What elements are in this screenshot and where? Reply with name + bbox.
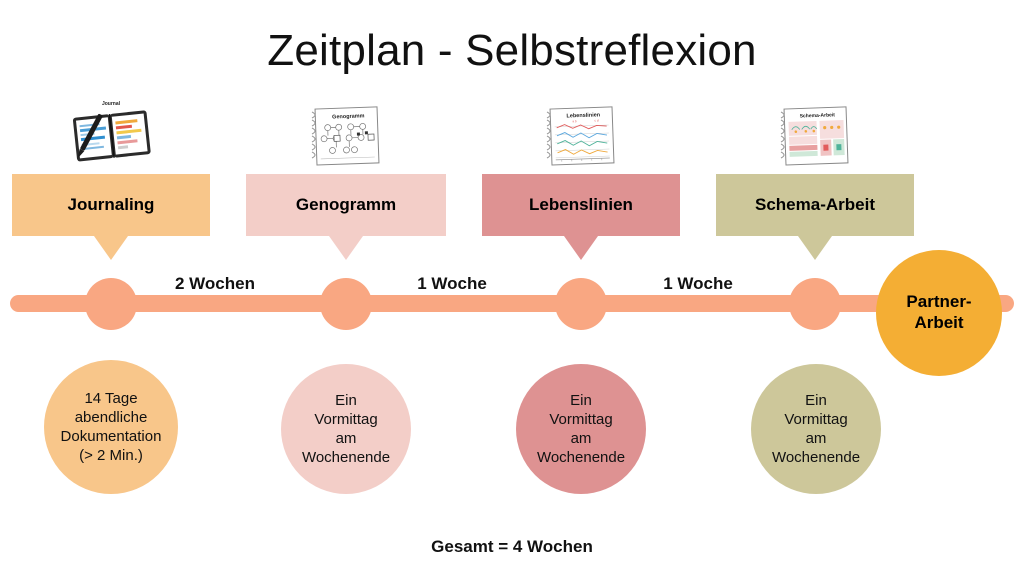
journal-notebook-icon: Journal bbox=[59, 96, 163, 168]
milestone-box-journaling[interactable]: Journaling bbox=[12, 174, 210, 236]
milestone-label: Lebenslinien bbox=[529, 195, 633, 214]
svg-text:Lebenslinien: Lebenslinien bbox=[566, 112, 600, 119]
milestone-box-genogramm[interactable]: Genogramm bbox=[246, 174, 446, 236]
page-title: Zeitplan - Selbstreflexion bbox=[267, 26, 757, 75]
end-node-partner-arbeit[interactable]: Partner- Arbeit bbox=[876, 250, 1002, 376]
timeline-node-3[interactable] bbox=[555, 278, 607, 330]
svg-text:Journal: Journal bbox=[102, 101, 121, 107]
milestone-label: Journaling bbox=[67, 195, 155, 214]
detail-text: Ein Vormittag am Wochenende bbox=[301, 391, 391, 467]
gap-label-2: 1 Woche bbox=[417, 274, 487, 293]
milestone-box-schema-arbeit[interactable]: Schema-Arbeit bbox=[716, 174, 914, 236]
detail-circle-schema-arbeit[interactable]: Ein Vormittag am Wochenende bbox=[751, 364, 881, 494]
svg-text:Schema-Arbeit: Schema-Arbeit bbox=[800, 112, 836, 119]
milestone-pointer bbox=[94, 236, 128, 260]
svg-text:c d: c d bbox=[594, 118, 598, 122]
milestone-label: Schema-Arbeit bbox=[755, 195, 875, 214]
detail-circle-genogramm[interactable]: Ein Vormittag am Wochenende bbox=[281, 364, 411, 494]
milestone-pointer bbox=[564, 236, 598, 260]
detail-circle-journaling[interactable]: 14 Tage abendliche Dokumentation (> 2 Mi… bbox=[44, 360, 178, 494]
svg-text:Genogramm: Genogramm bbox=[332, 113, 365, 120]
milestone-pointer bbox=[329, 236, 363, 260]
timeline-bar bbox=[10, 295, 1014, 312]
detail-circle-lebenslinien[interactable]: Ein Vormittag am Wochenende bbox=[516, 364, 646, 494]
lifeline-chart-notebook-icon: Lebenslinien a b c d bbox=[529, 96, 633, 168]
end-node-label: Partner- Arbeit bbox=[906, 292, 972, 332]
gap-label-1: 2 Wochen bbox=[175, 274, 255, 293]
svg-text:a b: a b bbox=[572, 119, 577, 123]
milestone-box-lebenslinien[interactable]: Lebenslinien bbox=[482, 174, 680, 236]
timeline-node-4[interactable] bbox=[789, 278, 841, 330]
milestone-pointer bbox=[798, 236, 832, 260]
detail-text: Ein Vormittag am Wochenende bbox=[536, 391, 626, 467]
schema-worksheet-notebook-icon: Schema-Arbeit bbox=[763, 96, 867, 168]
genogram-notebook-icon: Genogramm bbox=[294, 96, 398, 168]
detail-text: Ein Vormittag am Wochenende bbox=[771, 391, 861, 467]
timeline-node-2[interactable] bbox=[320, 278, 372, 330]
total-duration-label: Gesamt = 4 Wochen bbox=[431, 537, 593, 556]
gap-label-3: 1 Woche bbox=[663, 274, 733, 293]
timeline-node-1[interactable] bbox=[85, 278, 137, 330]
detail-text: 14 Tage abendliche Dokumentation (> 2 Mi… bbox=[60, 389, 162, 465]
milestone-label: Genogramm bbox=[295, 195, 397, 214]
